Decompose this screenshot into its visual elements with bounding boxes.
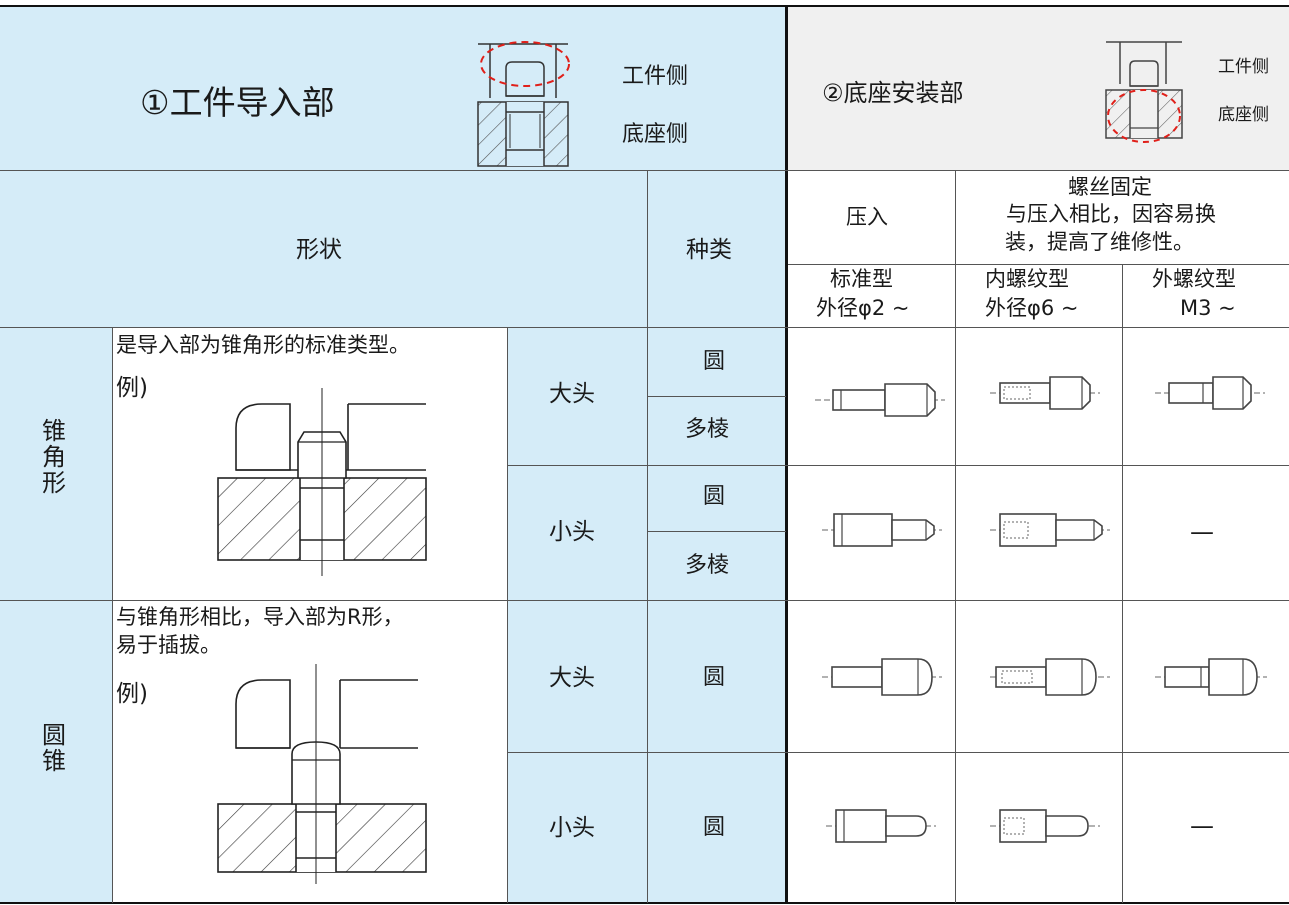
line-h-752 [507, 752, 1289, 753]
standard-type-label: 标准型 [830, 267, 893, 291]
line-h-531 [648, 531, 786, 532]
cone-small-head: 小头 [549, 519, 595, 545]
cone-big-multi: 多棱 [685, 417, 730, 442]
line-v-647 [647, 170, 648, 903]
pin-round-big-standard [822, 658, 942, 696]
section2-base-label: 底座侧 [1218, 105, 1269, 125]
press-fit-header: 压入 [846, 205, 888, 229]
round-big-round: 圆 [703, 665, 726, 690]
external-thread-size: M3 ~ [1180, 296, 1236, 320]
external-thread-label: 外螺纹型 [1152, 267, 1236, 291]
cone-big-round: 圆 [703, 349, 726, 374]
section2-header-bg [788, 6, 1289, 170]
cone-small-round: 圆 [703, 484, 726, 509]
internal-thread-label: 内螺纹型 [985, 267, 1069, 291]
line-h-465 [507, 465, 1289, 466]
round-description-1: 与锥角形相比，导入部为R形， [116, 605, 404, 629]
pin-round-small-internal [990, 809, 1100, 843]
shape-header: 形状 [296, 237, 342, 263]
frame-divider [785, 5, 788, 904]
cone-description: 是导入部为锥角形的标准类型。 [116, 333, 410, 357]
pin-cone-big-standard [815, 383, 945, 417]
section1-title: ①工件导入部 [140, 83, 335, 122]
standard-type-size: 外径φ2 ~ [816, 296, 910, 320]
line-h-396 [648, 396, 786, 397]
cone-example: 例) [116, 375, 148, 401]
line-h-264 [788, 264, 1289, 265]
shape-header-bg [0, 171, 786, 327]
screw-fix-note-1: 与压入相比，因容易换 [1006, 202, 1216, 226]
pin-round-big-internal [990, 658, 1110, 696]
line-v-955 [955, 170, 956, 903]
round-big-head: 大头 [549, 665, 595, 691]
line-h-327 [0, 327, 1289, 328]
base-mount-diagram [1105, 41, 1183, 143]
pin-round-big-external [1155, 658, 1267, 696]
screw-fix-title: 螺丝固定 [1068, 175, 1152, 199]
internal-thread-size: 外径φ6 ~ [985, 296, 1079, 320]
section2-workpiece-label: 工件侧 [1218, 57, 1269, 77]
round-small-external-dash: — [1190, 812, 1214, 840]
section1-workpiece-label: 工件侧 [622, 64, 689, 89]
line-h-600 [0, 600, 1289, 601]
cone-example-diagram [217, 388, 427, 576]
cone-small-external-dash: — [1190, 518, 1214, 546]
line-v-507 [507, 327, 508, 903]
cone-category: 锥角形 [42, 417, 66, 497]
screw-fix-note-2: 装，提高了维修性。 [1005, 230, 1194, 254]
type-column-bg [507, 328, 786, 903]
pin-round-small-standard [826, 809, 936, 843]
section1-header-bg [0, 6, 786, 170]
round-small-round: 圆 [703, 815, 726, 840]
type-header: 种类 [686, 237, 732, 263]
pin-cone-small-internal [990, 513, 1110, 547]
section2-title: ②底座安装部 [822, 79, 964, 107]
pin-cone-big-internal [990, 376, 1100, 410]
cone-big-head: 大头 [549, 381, 595, 407]
line-h-170 [0, 170, 1289, 171]
cone-small-multi: 多棱 [685, 553, 730, 578]
section1-base-label: 底座侧 [622, 122, 689, 147]
pin-cone-big-external [1155, 376, 1265, 410]
round-description-2: 易于插拔。 [116, 633, 221, 657]
category-cone-bg [0, 328, 112, 600]
line-v-1122 [1122, 264, 1123, 903]
category-round-bg [0, 601, 112, 903]
workpiece-guide-diagram [477, 41, 570, 167]
frame-top [0, 5, 1289, 7]
line-v-112 [112, 327, 113, 903]
frame-bottom [0, 902, 1289, 904]
round-example-diagram [217, 664, 427, 884]
round-category: 圆锥 [42, 721, 66, 775]
pin-cone-small-standard [822, 513, 942, 547]
round-example: 例) [116, 681, 148, 707]
round-small-head: 小头 [549, 815, 595, 841]
